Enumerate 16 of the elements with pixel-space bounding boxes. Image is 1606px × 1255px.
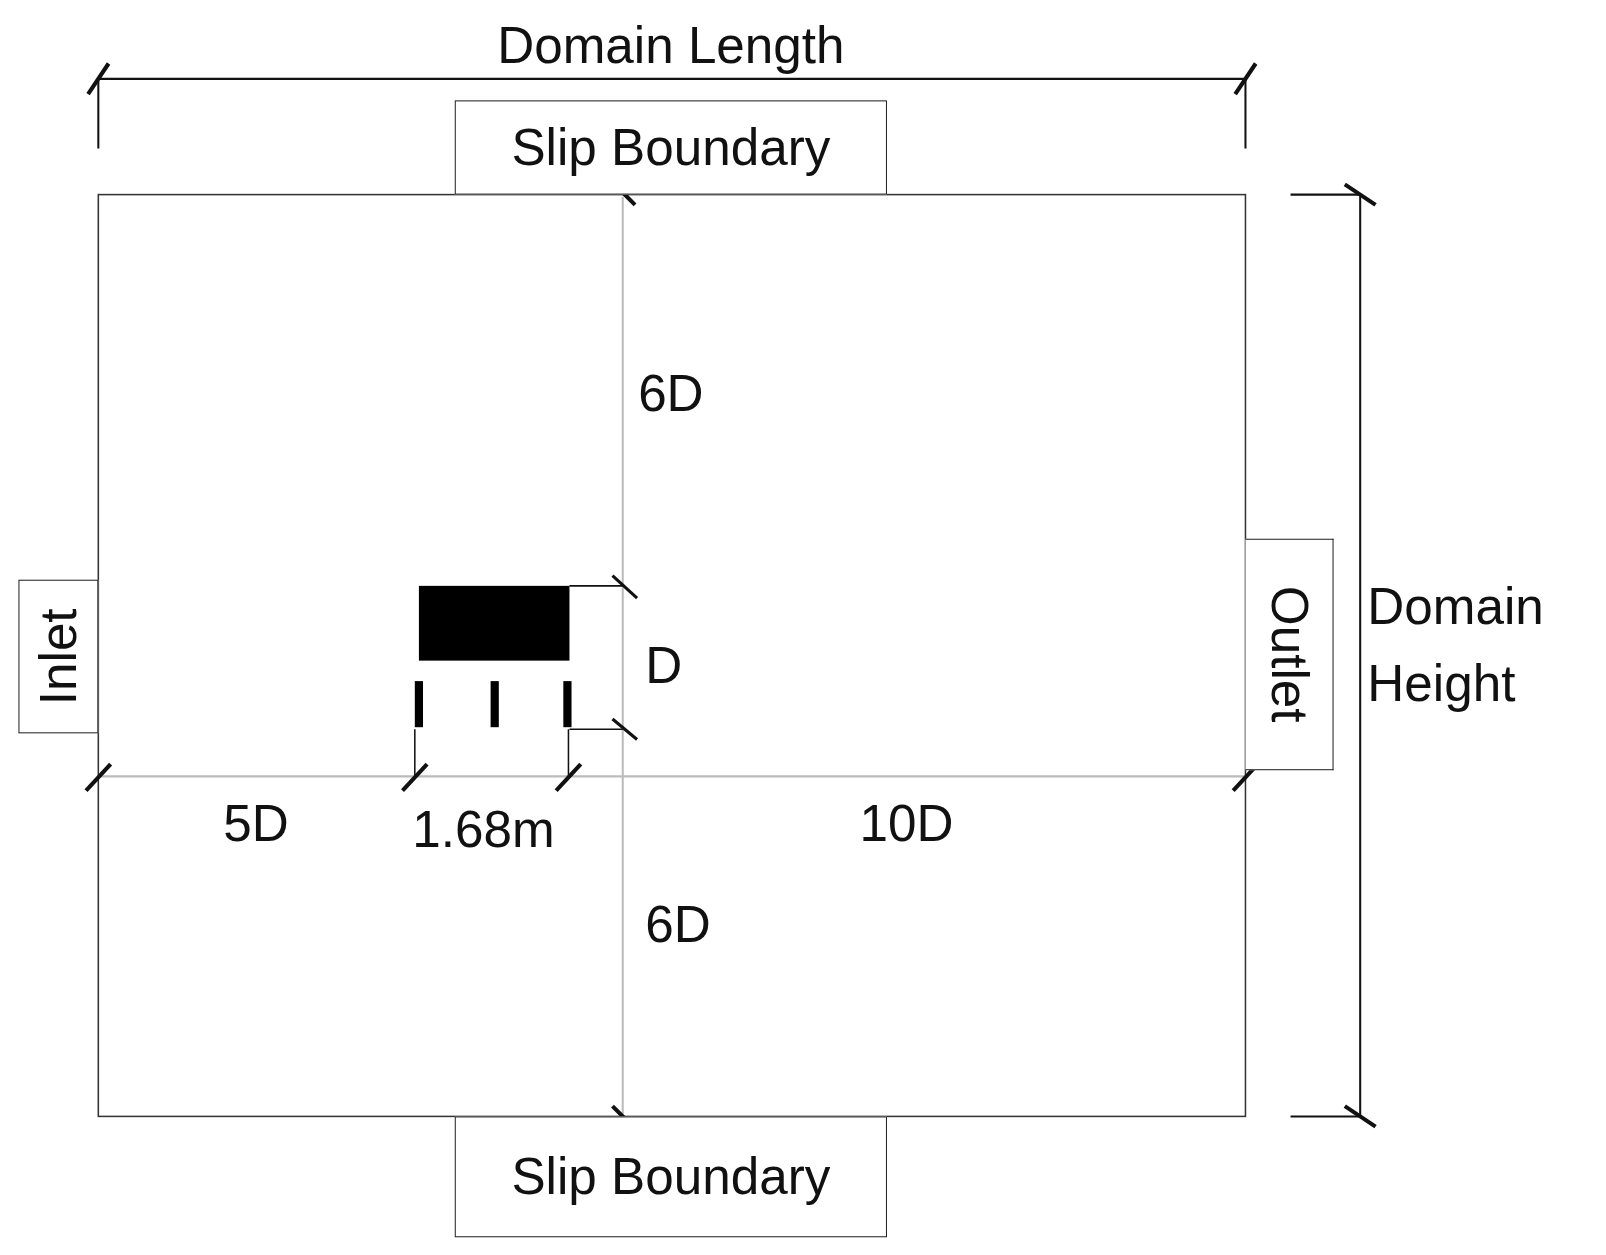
dimension-label: 5D	[223, 794, 289, 855]
boundary-name: Outlet	[1263, 586, 1315, 723]
dimension-label: 10D	[859, 794, 954, 855]
dimension-title: Domain Length	[497, 15, 845, 77]
dimension-label: 1.68m	[412, 799, 555, 860]
dimension-label: 6D	[638, 364, 704, 425]
boundary-name: Inlet	[32, 608, 84, 705]
boundary-label-box	[1245, 538, 1334, 771]
dimension-label: D	[645, 635, 683, 696]
boundary-label-box	[18, 579, 99, 734]
boundary-name: Slip Boundary	[511, 1151, 831, 1203]
boundary-label-box	[454, 100, 887, 195]
boundary-name: Slip Boundary	[511, 121, 831, 174]
dimension-title: Domain Height	[1367, 576, 1545, 714]
boundary-label-box	[454, 1116, 887, 1238]
dimension-label: 6D	[645, 894, 711, 956]
